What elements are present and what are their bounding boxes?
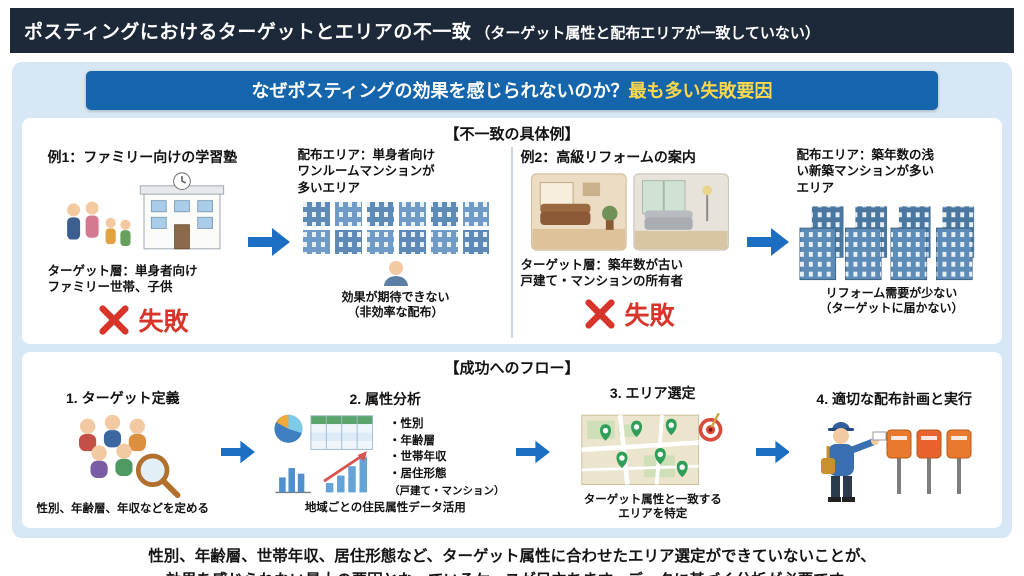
example-2-arrow-cell	[746, 147, 789, 338]
example-1-result: 効果が期待できない （非効率な配布）	[341, 289, 450, 320]
page-subtitle: （ターゲット属性と配布エリアが一致していない）	[475, 25, 820, 42]
flow-row: 1. ターゲット定義 性別、年齢層、年収などを定める 2. 属性分析	[30, 383, 994, 523]
bullet-item: ・年齢層	[389, 434, 436, 447]
arrow-right-icon	[247, 228, 290, 257]
attribute-charts-illustration	[274, 414, 374, 494]
bullet-item: ・世帯年収	[389, 451, 447, 464]
conclusion-line-1: 性別、年齢層、世帯年収、居住形態など、ターゲット属性に合わせたエリア選定ができて…	[148, 548, 876, 566]
step-2-title: 2. 属性分析	[349, 390, 422, 407]
single-person-icon	[383, 260, 408, 286]
attribute-list: ・性別 ・年齢層 ・世帯年収 ・居住形態 （戸建て・マンション）	[389, 412, 505, 498]
target-definition-illustration	[78, 414, 181, 499]
step-2-caption: 地域ごとの住民属性データ活用	[304, 501, 466, 514]
example-2-area: 配布エリア：築年数の浅 い新築マンションが多い エリア	[796, 148, 935, 195]
example-2-fail-badge: 失敗	[584, 296, 675, 332]
arrow-right-icon	[516, 441, 550, 464]
example-2-target: ターゲット層：築年数が古い 戸建て・マンションの所有者	[520, 258, 684, 289]
flow-step-3: 3. エリア選定	[555, 383, 751, 523]
distribution-postman-illustration	[821, 422, 972, 503]
flow-step-1: 1. ターゲット定義 性別、年齢層、年収などを定める	[30, 388, 216, 517]
flow-step-2: 2. 属性分析	[260, 389, 511, 516]
page-title: ポスティングにおけるターゲットとエリアの不一致	[24, 22, 472, 43]
arrow-right-icon	[220, 441, 255, 464]
example-1-area: 配布エリア：単身者向け ワンルームマンションが 多いエリア	[297, 148, 436, 195]
banner-question: なぜポスティングの効果を感じられないのか？	[251, 81, 629, 101]
example-2-title: 例2：高級リフォームの案内	[520, 149, 696, 165]
step-3-title: 3. エリア選定	[609, 384, 696, 401]
fail-label: 失敗	[138, 307, 189, 336]
family-school-illustration	[66, 172, 224, 250]
bullet-note: （戸建て・マンション）	[389, 484, 505, 497]
cross-icon	[585, 298, 616, 329]
example-1-title: 例1：ファミリー向けの学習塾	[47, 149, 238, 165]
fail-label: 失敗	[624, 301, 675, 330]
conclusion-line-2: 効果を感じられない最大の要因となっているケースが目立ちます。データに基づく分析が…	[0, 569, 1024, 576]
cross-icon	[99, 304, 130, 335]
flow-section: 【成功へのフロー】 1. ターゲット定義 性別、年齢層、年収などを定める	[22, 351, 1002, 529]
conclusion-text: 性別、年齢層、世帯年収、居住形態など、ターゲット属性に合わせたエリア選定ができて…	[0, 545, 1024, 576]
new-buildings-illustration	[798, 206, 974, 280]
example-2-left: 例2：高級リフォームの案内	[521, 147, 739, 338]
banner-highlight: 最も多い失敗要因	[628, 81, 773, 101]
example-1-target: ターゲット層：単身者向け ファミリー世帯、子供	[47, 264, 198, 295]
area-map-illustration	[581, 412, 723, 485]
step-1-title: 1. ターゲット定義	[66, 389, 180, 406]
example-1-arrow-cell	[247, 147, 290, 338]
example-2: 例2：高級リフォームの案内	[511, 147, 994, 338]
mismatch-title: 【不一致の具体例】	[444, 126, 580, 143]
arrow-right-icon	[746, 228, 789, 257]
example-1: 例1：ファミリー向けの学習塾	[30, 147, 511, 338]
page-header: ポスティングにおけるターゲットとエリアの不一致 （ターゲット属性と配布エリアが一…	[10, 8, 1014, 53]
flow-step-4: 4. 適切な配布計画と実行	[794, 389, 994, 515]
question-banner: なぜポスティングの効果を感じられないのか？最も多い失敗要因	[86, 71, 938, 110]
example-1-right: 配布エリア：単身者向け ワンルームマンションが 多いエリア	[298, 147, 494, 338]
step-2-body: ・性別 ・年齢層 ・世帯年収 ・居住形態 （戸建て・マンション）	[266, 412, 505, 498]
example-1-fail-badge: 失敗	[98, 302, 189, 338]
flow-title: 【成功へのフロー】	[444, 359, 580, 377]
examples-row: 例1：ファミリー向けの学習塾	[30, 147, 994, 338]
bullet-item: ・居住形態	[389, 467, 447, 480]
main-panel: なぜポスティングの効果を感じられないのか？最も多い失敗要因 【不一致の具体例】 …	[12, 62, 1012, 539]
mismatch-section: 【不一致の具体例】 例1：ファミリー向けの学習塾	[22, 118, 1002, 344]
interior-rooms-illustration	[530, 173, 729, 251]
apartment-grid-illustration	[302, 201, 489, 254]
example-1-left: 例1：ファミリー向けの学習塾	[48, 147, 240, 338]
example-2-right: 配布エリア：築年数の浅 い新築マンションが多い エリア リフォーム需要が少ない …	[797, 147, 987, 338]
bullet-item: ・性別	[389, 417, 424, 430]
step-4-title: 4. 適切な配布計画と実行	[816, 391, 972, 408]
example-2-result: リフォーム需要が少ない （ターゲットに届かない）	[819, 285, 964, 316]
step-1-caption: 性別、年齢層、年収などを定める	[36, 502, 210, 515]
step-3-caption: ターゲット属性と一致する エリアを特定	[583, 493, 722, 521]
attribute-bullets: ・性別 ・年齢層 ・世帯年収 ・居住形態	[389, 412, 505, 483]
arrow-right-icon	[755, 441, 790, 464]
